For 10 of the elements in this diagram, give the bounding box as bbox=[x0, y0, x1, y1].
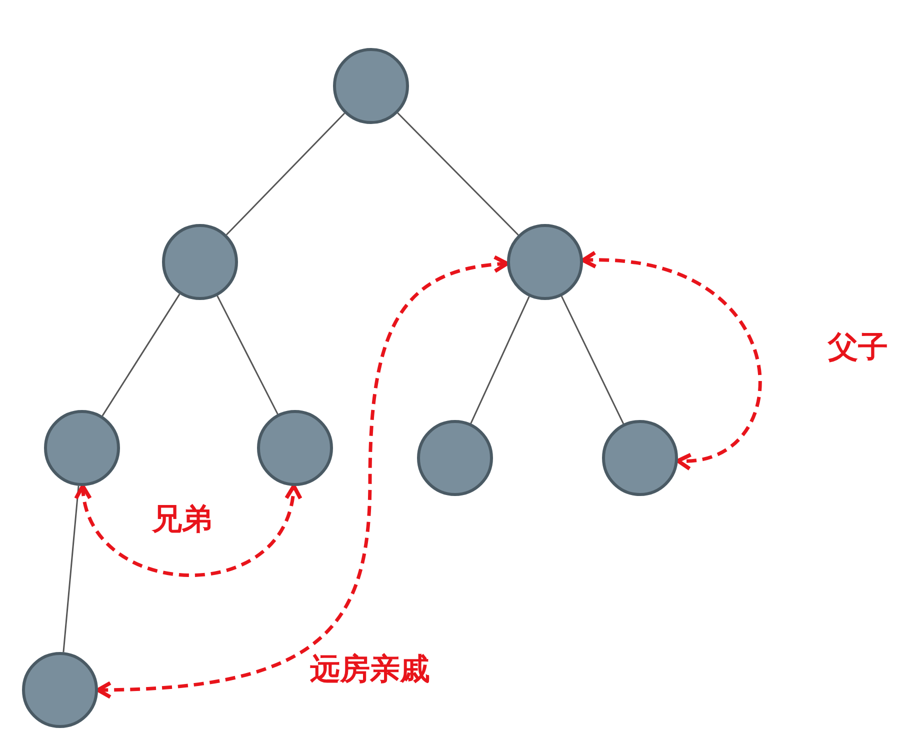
tree-link-line bbox=[470, 296, 530, 424]
relation-arrow bbox=[581, 252, 762, 469]
relation-arrow bbox=[76, 484, 301, 577]
tree-link-line bbox=[216, 296, 278, 414]
relation-arrow bbox=[96, 256, 509, 699]
tree-link-line bbox=[102, 294, 180, 416]
tree-link-line bbox=[397, 112, 519, 236]
tree-link-line bbox=[62, 486, 80, 652]
tree-link-line bbox=[226, 112, 346, 236]
tree-link-line bbox=[560, 296, 624, 424]
